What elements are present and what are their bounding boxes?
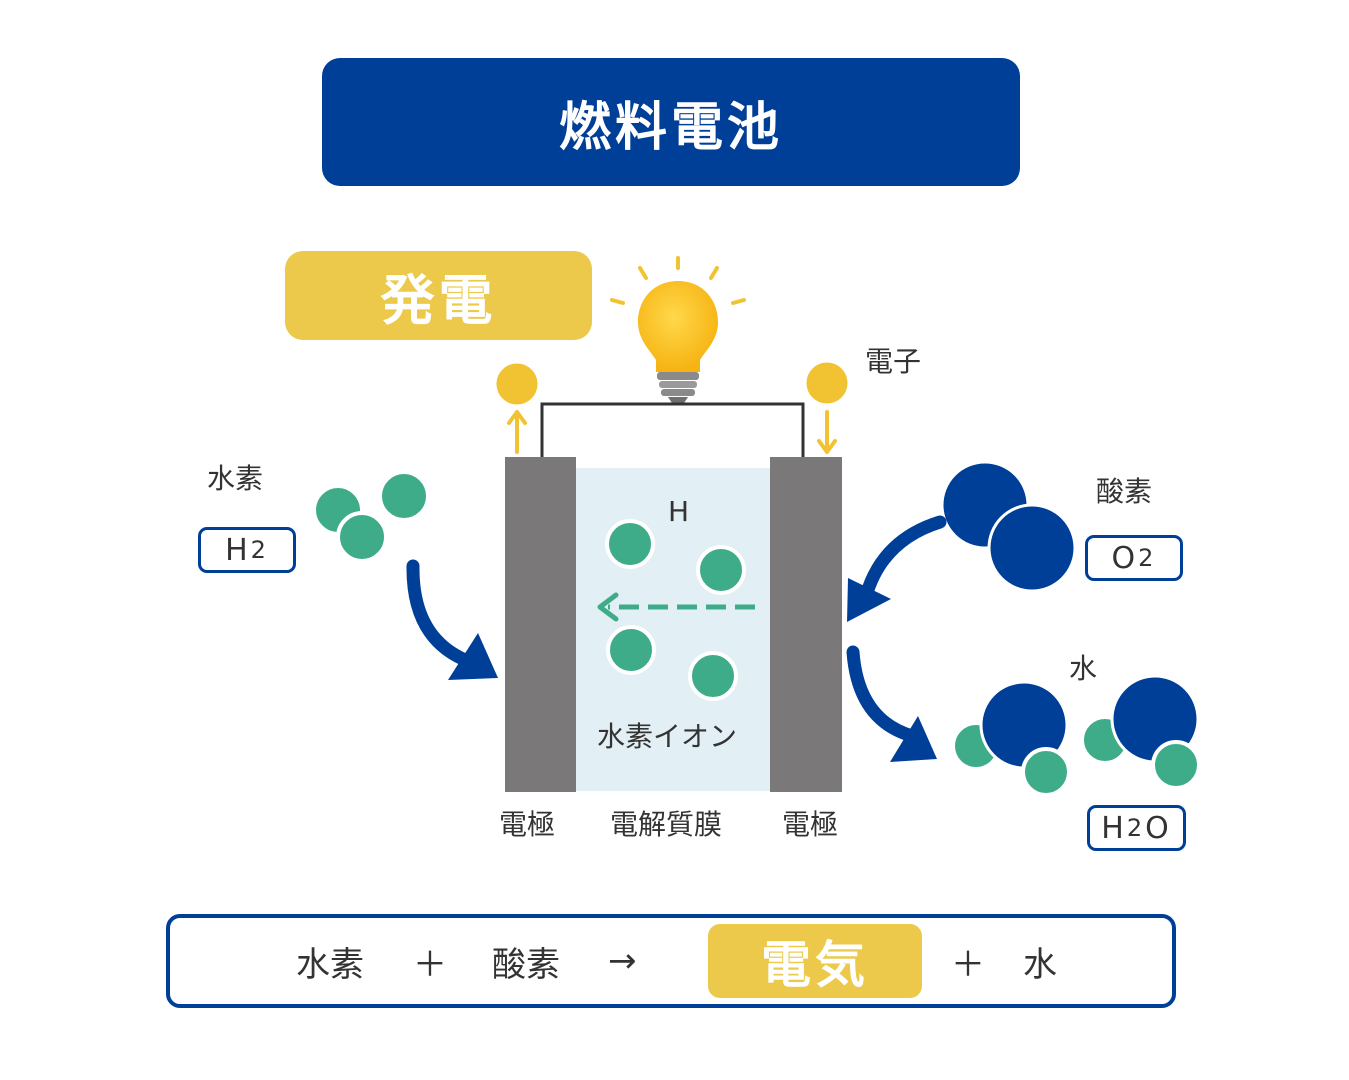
electrolyte-membrane bbox=[576, 468, 770, 791]
equation-plus-2: ＋ bbox=[951, 944, 985, 985]
anode-label: 電極 bbox=[499, 808, 556, 841]
oxygen-label: 酸素 bbox=[1096, 475, 1153, 508]
generation-badge: 発電 bbox=[285, 251, 592, 340]
oxygen-molecule bbox=[940, 460, 1077, 593]
hydrogen-ions bbox=[605, 519, 746, 701]
cathode-electrode bbox=[770, 457, 842, 792]
equation-product-water: 水 bbox=[1023, 944, 1057, 985]
page-title: 燃料電池 bbox=[558, 97, 783, 158]
equation-reactant-oxygen: 酸素 bbox=[492, 944, 560, 985]
generation-label: 発電 bbox=[380, 269, 497, 332]
electron-right bbox=[803, 359, 851, 407]
electron-left bbox=[493, 360, 541, 408]
proton-flow-arrow bbox=[597, 592, 755, 622]
water-molecule-2 bbox=[1080, 674, 1201, 790]
hydrogen-ion-label: 水素イオン bbox=[597, 720, 738, 753]
light-bulb-icon bbox=[610, 256, 746, 403]
equation-reactant-hydrogen: 水素 bbox=[296, 944, 364, 985]
hydrogen-molecule bbox=[312, 470, 430, 563]
hydrogen-inflow-arrow bbox=[406, 559, 498, 680]
cathode-label: 電極 bbox=[782, 808, 839, 841]
water-molecule-1 bbox=[951, 680, 1071, 797]
reaction-equation: 水素 ＋ 酸素 → 電気 ＋ 水 bbox=[166, 914, 1176, 1008]
circuit-wire bbox=[540, 402, 805, 457]
anode-electrode bbox=[505, 457, 576, 792]
membrane-label: 電解質膜 bbox=[610, 808, 723, 841]
equation-plus-1: ＋ bbox=[413, 944, 447, 985]
title-banner: 燃料電池 bbox=[322, 58, 1020, 186]
water-outflow-arrow bbox=[846, 645, 937, 762]
electron-up-arrow bbox=[507, 410, 527, 454]
proton-symbol: H bbox=[668, 495, 690, 528]
oxygen-inflow-arrow bbox=[847, 515, 947, 622]
equation-electricity: 電気 bbox=[708, 924, 922, 998]
hydrogen-label: 水素 bbox=[207, 462, 264, 495]
electron-down-arrow bbox=[817, 410, 837, 454]
equation-arrow: → bbox=[608, 941, 637, 981]
electron-label: 電子 bbox=[865, 345, 922, 378]
water-label: 水 bbox=[1069, 652, 1098, 685]
